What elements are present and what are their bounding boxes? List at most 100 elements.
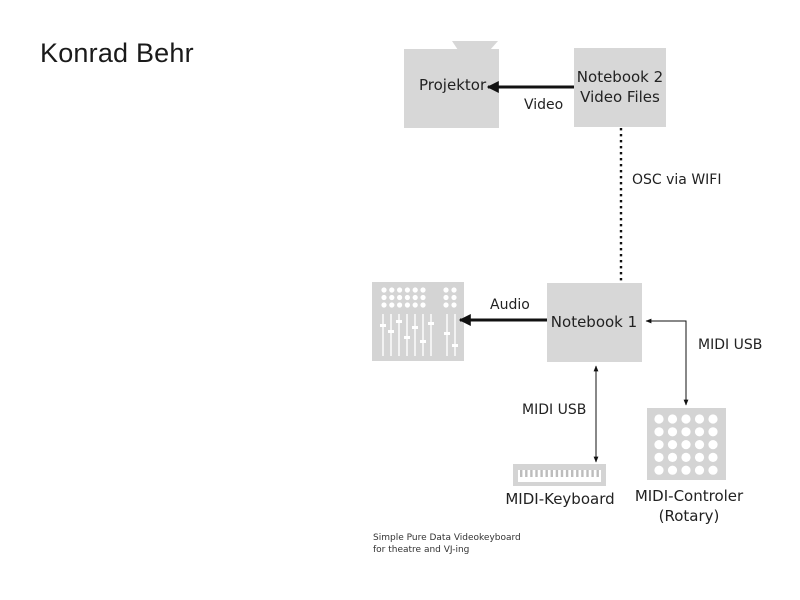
mixer-knob <box>389 287 395 293</box>
notebook1-label: Notebook 1 <box>551 313 637 331</box>
controller-pad <box>667 414 678 424</box>
controller-pad <box>667 452 678 462</box>
mixer-knob <box>389 294 395 301</box>
keyboard-key <box>565 470 569 477</box>
keyboard-key <box>560 470 564 477</box>
midi-controller-arrow <box>645 318 689 406</box>
controller-pad <box>708 427 718 437</box>
mixer-knob <box>381 302 387 308</box>
mixer-fader-cap <box>444 332 450 335</box>
controller-pad <box>681 414 691 424</box>
controller-pad <box>654 465 664 475</box>
midi-controller-edge-label: MIDI USB <box>698 337 762 353</box>
mixer-knob <box>451 287 457 293</box>
audio-edge: Audio <box>458 297 547 326</box>
mixer-fader-cap <box>388 330 394 333</box>
mixer-knob <box>389 302 395 308</box>
mixer-knob <box>397 294 403 301</box>
controller-pad <box>694 452 705 462</box>
notebook2-node: Notebook 2 Video Files <box>574 48 666 127</box>
mixer-fader-cap <box>420 340 426 343</box>
keyboard-key <box>535 470 538 477</box>
controller-pad <box>694 465 705 475</box>
controller-pad <box>681 440 691 450</box>
controller-pad <box>681 465 691 475</box>
controller-pad <box>654 440 664 450</box>
controller-pad <box>694 440 705 450</box>
keyboard-key <box>571 470 574 477</box>
keyboard-key <box>576 470 579 477</box>
mixer-fader-cap <box>396 320 402 323</box>
mixer-knob <box>412 287 418 293</box>
controller-pad <box>654 414 664 424</box>
controller-pad <box>694 427 705 437</box>
mixer-knob <box>443 287 449 293</box>
mixer-fader-cap <box>404 336 410 339</box>
keyboard-key <box>550 470 553 477</box>
mixer-knob <box>420 302 426 308</box>
keyboard-key <box>581 470 584 477</box>
mixer-fader-cap <box>380 324 386 327</box>
midi-keyboard-edge-label: MIDI USB <box>522 402 586 418</box>
midi-controller-label-line1: MIDI-Controler <box>635 487 744 505</box>
mixer-knob <box>412 302 418 308</box>
midi-controller-edge: MIDI USB <box>645 318 762 406</box>
notebook2-label-line2: Video Files <box>580 88 660 106</box>
caption-line1: Simple Pure Data Videokeyboard <box>373 533 521 543</box>
controller-pad <box>667 465 678 475</box>
video-edge-label: Video <box>524 97 563 113</box>
mixer-fader-cap <box>452 344 458 347</box>
projector-node: Projektor <box>404 41 499 128</box>
notebook2-label-line1: Notebook 2 <box>577 68 663 86</box>
osc-edge-label: OSC via WIFI <box>632 172 722 188</box>
controller-pad <box>708 414 718 424</box>
keyboard-key <box>545 470 548 477</box>
midi-keyboard-label: MIDI-Keyboard <box>505 490 614 508</box>
controller-pad <box>681 452 691 462</box>
mixer-knob <box>412 294 418 301</box>
controller-pad <box>667 440 678 450</box>
keyboard-key <box>555 470 559 477</box>
keyboard-key <box>530 470 533 477</box>
mixer-knob <box>443 294 449 301</box>
controller-pad <box>708 465 718 475</box>
mixer-knob <box>397 287 403 293</box>
midi-keyboard-edge: MIDI USB <box>522 365 599 463</box>
midi-controller-label-line2: (Rotary) <box>659 507 720 525</box>
controller-pad <box>708 440 718 450</box>
audio-edge-label: Audio <box>490 297 530 313</box>
controller-pad <box>708 452 718 462</box>
caption: Simple Pure Data Videokeyboard for theat… <box>373 532 521 556</box>
mixer-knob <box>404 287 410 293</box>
mixer-knob <box>451 294 457 301</box>
mixer-knob <box>443 302 449 308</box>
controller-pad <box>654 427 664 437</box>
midi-controller-icon <box>647 408 726 480</box>
controller-pad <box>681 427 691 437</box>
midi-keyboard-icon <box>513 464 606 486</box>
controller-pad <box>667 427 678 437</box>
caption-line2: for theatre and VJ-ing <box>373 545 470 555</box>
mixer-fader-cap <box>412 326 418 329</box>
audio-mixer-icon <box>372 282 464 361</box>
osc-edge: OSC via WIFI <box>619 128 722 282</box>
keyboard-key <box>586 470 589 477</box>
mixer-knob <box>404 294 410 301</box>
keyboard-key <box>540 470 543 477</box>
controller-pad <box>694 414 705 424</box>
keyboard-key <box>525 470 528 477</box>
mixer-knob <box>381 294 387 301</box>
keyboard-key <box>596 470 599 477</box>
mixer-knob <box>420 294 426 301</box>
notebook1-node: Notebook 1 <box>547 283 642 362</box>
projector-label: Projektor <box>419 76 487 94</box>
mixer-fader-cap <box>428 322 434 325</box>
projector-icon <box>404 41 499 128</box>
author-title: Konrad Behr <box>40 38 194 68</box>
controller-pad <box>654 452 664 462</box>
video-edge: Video <box>486 81 574 113</box>
keyboard-key <box>591 470 594 477</box>
mixer-knob <box>420 287 426 293</box>
